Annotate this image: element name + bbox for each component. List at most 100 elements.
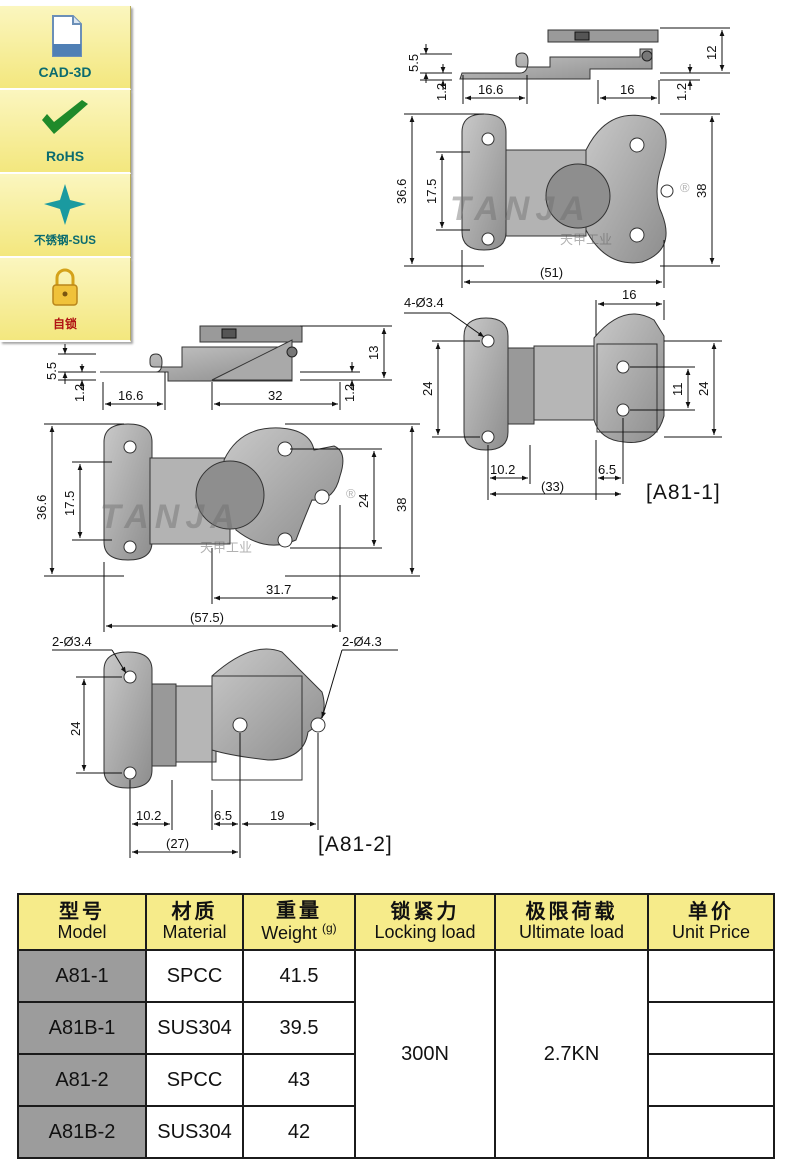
price-slot xyxy=(649,1003,773,1055)
a81-1-side-view xyxy=(459,29,659,80)
dim-label: (27) xyxy=(166,836,189,851)
price-slot xyxy=(649,951,773,1003)
dim-label: 1.2 xyxy=(72,384,87,402)
table-row: A81-2 SPCC 43 xyxy=(17,1053,774,1107)
badge-self-locking: 自锁 xyxy=(0,258,131,342)
cell-material: SUS304 xyxy=(145,1001,244,1055)
dim-label: 24 xyxy=(68,722,83,736)
dim-label: 11 xyxy=(670,383,685,397)
dim-label: 5.5 xyxy=(44,362,59,380)
badge-rohs: RoHS xyxy=(0,90,131,174)
badge-label: 不锈钢-SUS xyxy=(34,235,96,247)
a81-1-top-view xyxy=(461,113,674,264)
dim-label: 36.6 xyxy=(394,179,409,204)
cell-model: A81B-2 xyxy=(17,1105,147,1159)
dim-label: 31.7 xyxy=(266,582,291,597)
a81-2-side-dims xyxy=(58,325,392,410)
a81-1-bottom-view xyxy=(463,313,665,451)
cell-ultimate-load: 2.7KN xyxy=(494,949,649,1159)
cell-unit-price xyxy=(647,949,775,1159)
watermark-cn: 天甲工业 xyxy=(200,540,252,555)
a81-1-bottom-dims xyxy=(404,300,722,500)
watermark-registered: ® xyxy=(346,486,356,501)
dim-label: 1.2 xyxy=(674,83,689,101)
dim-label: 16.6 xyxy=(118,388,143,403)
a81-1-side-dims xyxy=(420,27,730,104)
a81-2-bottom-view xyxy=(103,648,326,789)
a81-2-top-dims xyxy=(44,423,420,632)
watermark-brand: TANJA xyxy=(100,498,241,536)
dim-label: 19 xyxy=(270,808,284,823)
dim-label: 36.6 xyxy=(34,495,49,520)
document-icon xyxy=(52,15,82,57)
price-slot xyxy=(649,1107,773,1157)
dim-label: 32 xyxy=(268,388,282,403)
dim-label: 16.6 xyxy=(478,82,503,97)
cell-weight: 41.5 xyxy=(242,949,356,1003)
table-row: A81B-1 SUS304 39.5 xyxy=(17,1001,774,1055)
dim-label: 6.5 xyxy=(598,462,616,477)
badge-stainless-steel: 不锈钢-SUS xyxy=(0,174,131,258)
weight-unit: (g) xyxy=(322,921,337,936)
padlock-icon xyxy=(52,268,78,306)
cell-model: A81-1 xyxy=(17,949,147,1003)
dim-label: 16 xyxy=(622,287,636,302)
dim-label: (51) xyxy=(540,265,563,280)
price-slot xyxy=(649,1055,773,1107)
dim-label: 10.2 xyxy=(490,462,515,477)
cell-weight: 43 xyxy=(242,1053,356,1107)
dim-label: 2-Ø3.4 xyxy=(52,634,92,649)
dim-label: 38 xyxy=(394,498,409,512)
a81-2-top-view xyxy=(103,423,344,561)
cell-material: SPCC xyxy=(145,1053,244,1107)
technical-drawings: TANJA 天甲工业 ® TANJA 天甲工业 ® 5.5 1.2 16.6 1… xyxy=(34,27,730,858)
badge-label: RoHS xyxy=(45,148,85,164)
dim-label: (33) xyxy=(541,479,564,494)
dim-label: 1.2 xyxy=(434,83,449,101)
dim-label: 6.5 xyxy=(214,808,232,823)
watermark-a81-2: TANJA 天甲工业 ® xyxy=(100,486,356,555)
watermark-registered: ® xyxy=(680,180,690,195)
dim-label: 5.5 xyxy=(406,54,421,72)
dim-label: 24 xyxy=(420,382,435,396)
dim-label: (57.5) xyxy=(190,610,224,625)
checkmark-icon xyxy=(42,100,88,134)
cell-weight: 39.5 xyxy=(242,1001,356,1055)
cell-locking-load: 300N xyxy=(354,949,496,1159)
model-label-a81-2: [A81-2] xyxy=(318,833,393,856)
table-row: A81B-2 SUS304 42 xyxy=(17,1105,774,1159)
a81-2-side-view xyxy=(100,325,303,382)
dim-label: 10.2 xyxy=(136,808,161,823)
badge-label: 自锁 xyxy=(52,317,77,331)
badge-cad-3d: CAD-3D xyxy=(0,6,131,90)
dim-label: 17.5 xyxy=(424,179,439,204)
badge-label: CAD-3D xyxy=(38,64,92,80)
cell-weight: 42 xyxy=(242,1105,356,1159)
cell-material: SUS304 xyxy=(145,1105,244,1159)
cell-material: SPCC xyxy=(145,949,244,1003)
dim-label: 2-Ø4.3 xyxy=(342,634,382,649)
dim-label: 17.5 xyxy=(62,491,77,516)
model-label-a81-1: [A81-1] xyxy=(646,481,721,504)
star-icon xyxy=(44,184,86,225)
dim-label: 24 xyxy=(356,494,371,508)
cell-model: A81B-1 xyxy=(17,1001,147,1055)
dim-label: 13 xyxy=(366,346,381,360)
cell-model: A81-2 xyxy=(17,1053,147,1107)
dim-label: 24 xyxy=(696,382,711,396)
table-row: A81-1 SPCC 41.5 300N 2.7KN xyxy=(17,949,775,1159)
watermark-a81-1: TANJA 天甲工业 ® xyxy=(450,180,690,247)
dim-label: 38 xyxy=(694,184,709,198)
dim-label: 16 xyxy=(620,82,634,97)
dim-label: 12 xyxy=(704,46,719,60)
dim-label: 1.2 xyxy=(342,384,357,402)
watermark-brand: TANJA xyxy=(450,190,591,228)
a81-1-top-dims xyxy=(404,113,720,288)
